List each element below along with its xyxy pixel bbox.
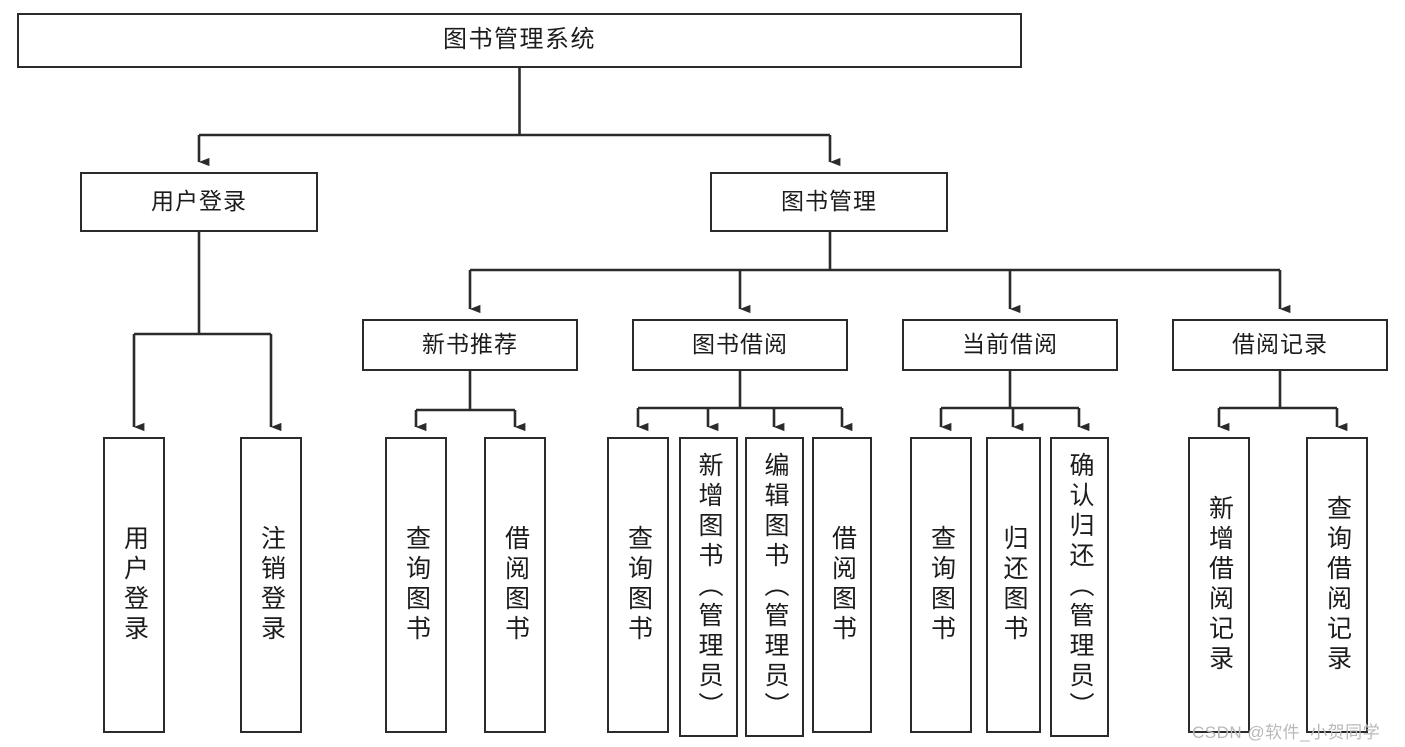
node-leaf-borrow-book-1[interactable]: 借阅图书 — [484, 437, 546, 733]
node-leaf-user-logout-label: 注销登录 — [257, 525, 286, 645]
node-borrow-record[interactable]: 借阅记录 — [1172, 319, 1388, 371]
node-leaf-query-book-2-label: 查询图书 — [624, 525, 653, 645]
node-current-borrow-label: 当前借阅 — [962, 331, 1058, 358]
node-leaf-edit-book-admin-label: 编辑图书（管理员） — [761, 452, 789, 722]
node-leaf-user-login-label: 用户登录 — [120, 525, 149, 645]
node-leaf-add-book-admin[interactable]: 新增图书（管理员） — [679, 437, 738, 737]
node-leaf-query-book-3-label: 查询图书 — [927, 525, 956, 645]
node-root[interactable]: 图书管理系统 — [17, 13, 1022, 68]
node-leaf-query-book-1-label: 查询图书 — [402, 525, 431, 645]
node-leaf-query-borrow-record-label: 查询借阅记录 — [1323, 495, 1352, 675]
node-book-manage[interactable]: 图书管理 — [710, 172, 948, 232]
node-root-label: 图书管理系统 — [443, 26, 596, 54]
node-leaf-confirm-return-admin-label: 确认归还（管理员） — [1066, 452, 1094, 722]
node-book-borrow-label: 图书借阅 — [692, 331, 788, 358]
node-leaf-user-logout[interactable]: 注销登录 — [240, 437, 302, 733]
node-leaf-query-borrow-record[interactable]: 查询借阅记录 — [1306, 437, 1368, 733]
node-leaf-borrow-book-2[interactable]: 借阅图书 — [812, 437, 872, 733]
node-leaf-user-login[interactable]: 用户登录 — [103, 437, 165, 733]
node-new-book-recommend-label: 新书推荐 — [422, 331, 518, 358]
node-user-login-label: 用户登录 — [151, 188, 247, 215]
node-current-borrow[interactable]: 当前借阅 — [902, 319, 1118, 371]
node-leaf-query-book-3[interactable]: 查询图书 — [910, 437, 972, 733]
node-new-book-recommend[interactable]: 新书推荐 — [362, 319, 578, 371]
node-user-login[interactable]: 用户登录 — [80, 172, 318, 232]
node-leaf-confirm-return-admin[interactable]: 确认归还（管理员） — [1050, 437, 1109, 737]
node-leaf-borrow-book-1-label: 借阅图书 — [501, 525, 530, 645]
node-leaf-return-book-label: 归还图书 — [1000, 525, 1028, 645]
node-leaf-edit-book-admin[interactable]: 编辑图书（管理员） — [745, 437, 804, 737]
node-book-borrow[interactable]: 图书借阅 — [632, 319, 848, 371]
node-leaf-query-book-1[interactable]: 查询图书 — [385, 437, 447, 733]
node-leaf-add-book-admin-label: 新增图书（管理员） — [695, 452, 723, 722]
node-leaf-borrow-book-2-label: 借阅图书 — [828, 525, 857, 645]
node-leaf-add-borrow-record[interactable]: 新增借阅记录 — [1188, 437, 1250, 733]
node-leaf-return-book[interactable]: 归还图书 — [986, 437, 1041, 733]
node-book-manage-label: 图书管理 — [781, 188, 877, 215]
node-leaf-query-book-2[interactable]: 查询图书 — [607, 437, 669, 733]
csdn-watermark: CSDN @软件_小贺同学 — [1192, 723, 1381, 742]
node-borrow-record-label: 借阅记录 — [1232, 331, 1328, 358]
node-leaf-add-borrow-record-label: 新增借阅记录 — [1205, 495, 1234, 675]
